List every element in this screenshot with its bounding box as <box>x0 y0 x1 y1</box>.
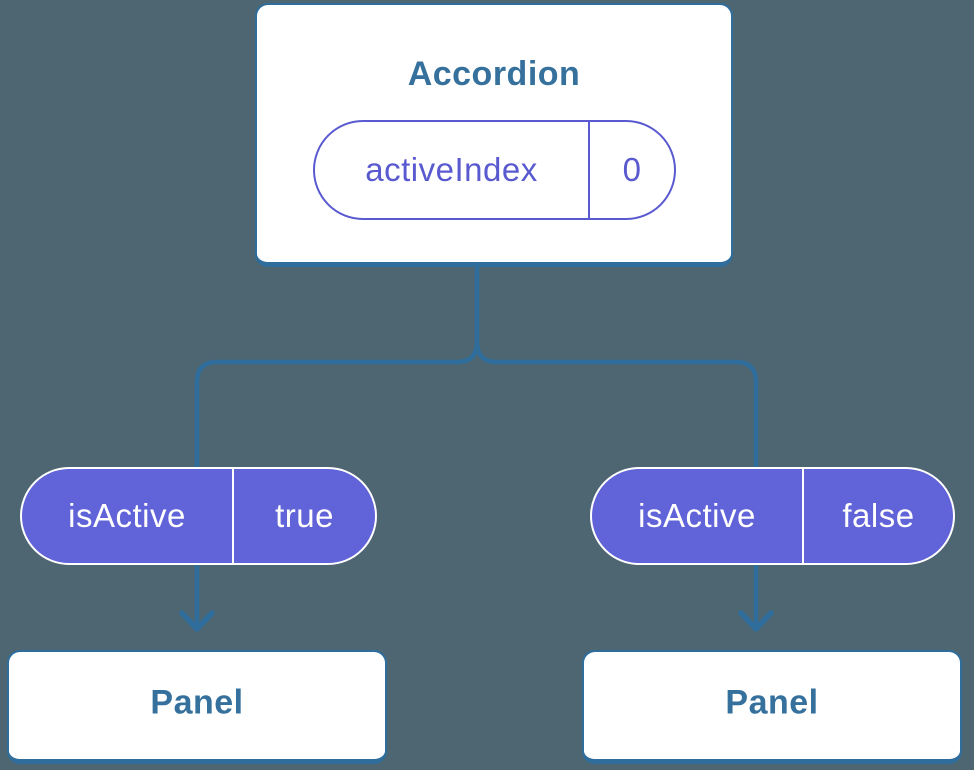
connector-branch-left <box>194 341 480 470</box>
prop-value-label: true <box>275 497 334 534</box>
is-active-false-prop-pill: isActive false <box>590 467 955 565</box>
panel-card-left-title: Panel <box>150 682 244 721</box>
prop-name-label: isActive <box>592 469 804 563</box>
panel-card-right: Panel <box>582 650 962 764</box>
is-active-true-prop-pill: isActive true <box>20 467 377 565</box>
arrowhead-right-icon <box>738 610 774 632</box>
prop-value-label: false <box>842 497 915 534</box>
panel-card-left: Panel <box>7 650 387 764</box>
connector-branch-right <box>474 341 759 470</box>
accordion-card-title: Accordion <box>407 55 581 93</box>
active-index-state-pill: activeIndex 0 <box>313 120 676 220</box>
arrowhead-left-icon <box>179 610 215 632</box>
panel-card-right-title: Panel <box>725 682 819 721</box>
state-value-label: 0 <box>622 151 642 188</box>
state-name-label: activeIndex <box>315 122 590 218</box>
prop-name-label: isActive <box>22 469 234 563</box>
